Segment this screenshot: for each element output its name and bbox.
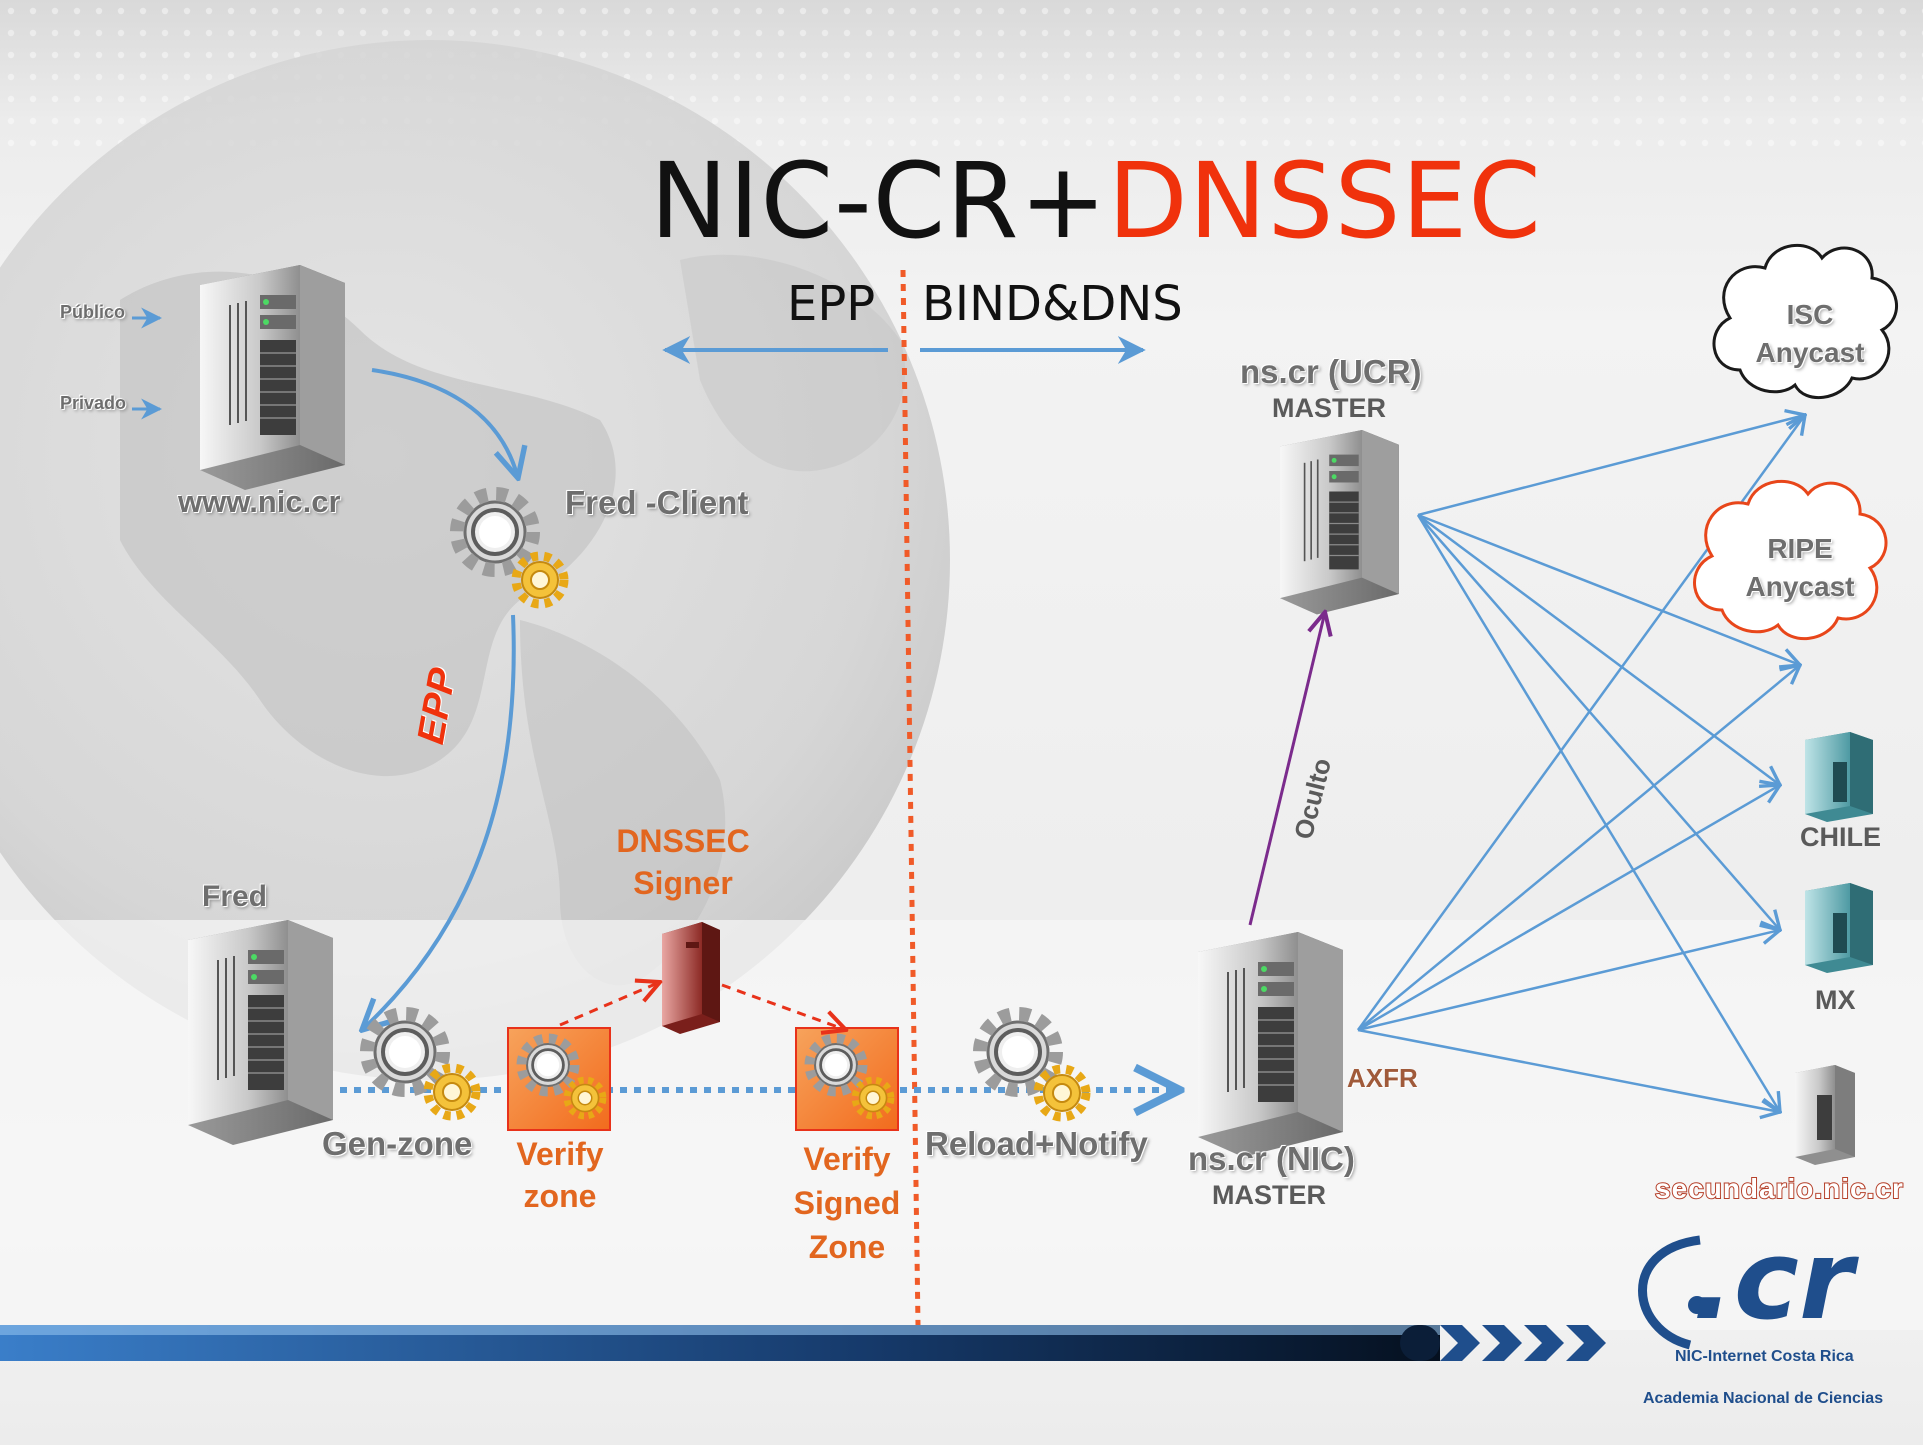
ns-nic-server-icon — [1198, 932, 1343, 1157]
page-title: NIC-CR+DNSSEC — [650, 140, 1542, 262]
epp-curve-arrow — [362, 614, 516, 1030]
web-server-label: www.nic.cr — [178, 484, 341, 519]
web-server-icon — [200, 265, 345, 490]
cr-logo-icon — [1638, 1235, 1706, 1350]
ucr-fanout-lines — [1416, 415, 1805, 1112]
ns-nic-label: ns.cr (NIC) — [1188, 1140, 1355, 1177]
ripe-cloud-label: RIPE Anycast — [1745, 533, 1855, 602]
secundario-server-icon — [1795, 1065, 1855, 1165]
mx-server-icon — [1805, 883, 1873, 973]
bottom-bar — [0, 1325, 1440, 1361]
chile-server-icon — [1805, 732, 1873, 822]
ripe-cloud-icon — [1693, 479, 1888, 641]
ns-ucr-server-icon — [1280, 430, 1399, 615]
verify-zone-icon — [507, 1027, 611, 1131]
logo-mark: .cr — [1692, 1216, 1854, 1344]
chevrons-icon — [1440, 1325, 1606, 1361]
private-label: Privado — [60, 393, 127, 413]
fred-client-label: Fred -Client — [565, 484, 749, 521]
oculto-arrow — [1248, 612, 1325, 926]
verify-zone-label: Verify zone — [516, 1136, 604, 1214]
from-signer-arrow — [721, 983, 846, 1030]
isc-cloud-label: ISC Anycast — [1755, 299, 1865, 368]
logo-academy: Academia Nacional de Ciencias — [1643, 1390, 1884, 1407]
mx-label: MX — [1815, 985, 1856, 1015]
verify-signed-zone-label: Verify Signed Zone — [793, 1141, 901, 1265]
gen-zone-label: Gen-zone — [322, 1125, 473, 1162]
chile-label: CHILE — [1800, 822, 1881, 852]
isc-cloud-icon — [1712, 243, 1898, 400]
web-to-client-arrow — [371, 368, 518, 478]
title-part1: NIC-CR+ — [650, 140, 1108, 262]
axfr-label: AXFR — [1347, 1063, 1418, 1093]
ns-ucr-label: ns.cr (UCR) — [1240, 353, 1422, 390]
section-epp-label: EPP — [787, 276, 876, 332]
ns-nic-role: MASTER — [1212, 1180, 1326, 1210]
fred-server-icon — [188, 920, 333, 1145]
reload-notify-label: Reload+Notify — [925, 1125, 1148, 1162]
logo-org: NIC-Internet Costa Rica — [1675, 1348, 1854, 1365]
ns-ucr-role: MASTER — [1272, 393, 1386, 423]
section-bind-label: BIND&DNS — [922, 276, 1183, 332]
to-signer-arrow — [559, 982, 660, 1027]
fred-label: Fred — [202, 880, 268, 913]
verify-signed-zone-icon — [795, 1027, 899, 1131]
title-part2: DNSSEC — [1107, 140, 1542, 262]
dnssec-signer-label: DNSSEC Signer — [616, 823, 750, 901]
secundario-label: secundario.nic.cr — [1654, 1172, 1904, 1205]
dnssec-signer-server-icon — [662, 922, 720, 1034]
public-label: Público — [60, 302, 126, 322]
